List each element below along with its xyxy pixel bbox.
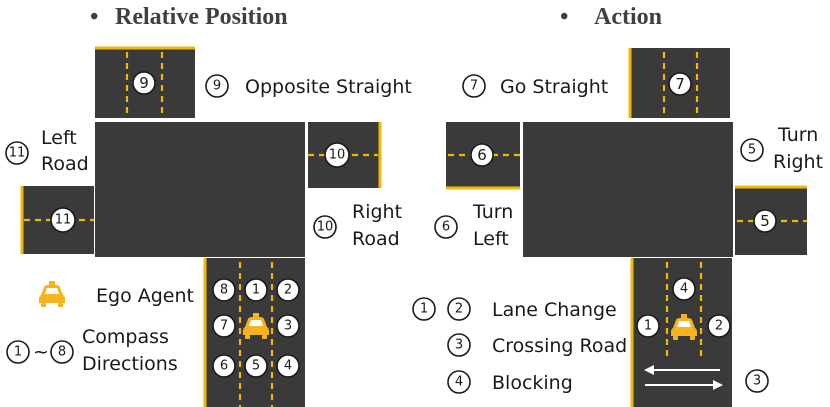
label-num-7: 7 bbox=[470, 79, 478, 94]
opposite-road: 9 bbox=[95, 46, 195, 118]
num-3: 3 bbox=[284, 319, 292, 334]
svg-text:Compass: Compass bbox=[82, 326, 169, 348]
label-left-road: 11 Left Road bbox=[5, 127, 89, 175]
svg-text:Blocking: Blocking bbox=[492, 372, 573, 394]
label-turn-right: 5 Turn Right bbox=[740, 124, 823, 173]
svg-text:Directions: Directions bbox=[82, 353, 178, 375]
label-num-9: 9 bbox=[213, 79, 221, 94]
svg-text:Opposite Straight: Opposite Straight bbox=[245, 76, 412, 98]
double-arrow-icon bbox=[644, 365, 723, 390]
intersection-left bbox=[95, 122, 305, 257]
taxi-icon bbox=[39, 281, 65, 307]
tilde: ~ bbox=[33, 341, 49, 363]
left-road: 11 bbox=[20, 186, 94, 254]
num-9-road: 9 bbox=[139, 74, 149, 92]
legend-num-2: 2 bbox=[455, 302, 463, 317]
svg-text:Left: Left bbox=[41, 127, 77, 149]
label-num-11: 11 bbox=[9, 146, 26, 161]
bullet-left: • bbox=[90, 4, 98, 30]
act-num-1: 1 bbox=[644, 319, 652, 334]
label-compass-directions: 1 ~ 8 Compass Directions bbox=[6, 326, 178, 375]
svg-text:Left: Left bbox=[473, 228, 509, 250]
num-1: 1 bbox=[252, 283, 260, 298]
legend-num-4: 4 bbox=[455, 375, 463, 390]
legend-num-1: 1 bbox=[420, 302, 428, 317]
num-6-road: 6 bbox=[477, 146, 487, 164]
label-num-6: 6 bbox=[442, 220, 450, 235]
num-2: 2 bbox=[284, 283, 292, 298]
legend-num-3: 3 bbox=[455, 338, 463, 353]
label-num-1: 1 bbox=[14, 345, 22, 360]
label-num-10: 10 bbox=[317, 220, 334, 235]
label-ego-agent: Ego Agent bbox=[39, 281, 194, 307]
num-6: 6 bbox=[220, 359, 228, 374]
straight-road: 7 bbox=[628, 48, 730, 118]
label-crossing-marker: 3 bbox=[745, 369, 769, 393]
act-num-4: 4 bbox=[680, 282, 688, 297]
svg-text:Crossing Road: Crossing Road bbox=[492, 335, 627, 357]
intersection-right bbox=[523, 122, 733, 257]
turn-left-road: 6 bbox=[446, 122, 520, 190]
svg-text:Go Straight: Go Straight bbox=[500, 76, 608, 98]
svg-text:Lane Change: Lane Change bbox=[492, 299, 617, 321]
svg-text:Road: Road bbox=[352, 228, 400, 250]
num-11-road: 11 bbox=[55, 213, 72, 228]
heading-relative-position: • Relative Position bbox=[90, 4, 288, 30]
heading-left: Relative Position bbox=[115, 4, 288, 30]
label-opposite-straight: 9 Opposite Straight bbox=[205, 74, 412, 98]
turn-right-road: 5 bbox=[735, 185, 807, 255]
svg-text:Right: Right bbox=[352, 201, 402, 223]
num-5-road: 5 bbox=[760, 212, 770, 230]
label-blocking: 4 Blocking bbox=[447, 370, 573, 394]
bullet-right: • bbox=[560, 4, 568, 30]
label-num-8: 8 bbox=[58, 345, 66, 360]
svg-text:Turn: Turn bbox=[472, 201, 513, 223]
label-turn-left: 6 Turn Left bbox=[434, 201, 513, 250]
num-7-road: 7 bbox=[675, 75, 685, 93]
svg-text:Ego Agent: Ego Agent bbox=[96, 285, 194, 307]
num-5: 5 bbox=[252, 359, 260, 374]
num-10-road: 10 bbox=[329, 148, 346, 163]
heading-action: • Action bbox=[560, 4, 662, 30]
label-right-road: 10 Right Road bbox=[313, 201, 402, 250]
svg-text:Road: Road bbox=[41, 153, 89, 175]
right-road: 10 bbox=[308, 122, 382, 188]
num-4: 4 bbox=[284, 359, 292, 374]
label-crossing-road: 3 Crossing Road bbox=[447, 333, 627, 357]
svg-text:Right: Right bbox=[773, 151, 823, 173]
label-go-straight: 7 Go Straight bbox=[462, 74, 608, 98]
ego-road-right: 4 1 2 bbox=[630, 258, 732, 407]
act-num-2: 2 bbox=[715, 319, 723, 334]
num-8: 8 bbox=[220, 283, 228, 298]
arrow-num-3: 3 bbox=[753, 374, 761, 389]
ego-road: 8 1 2 7 3 6 5 4 bbox=[203, 258, 305, 407]
num-7: 7 bbox=[220, 319, 228, 334]
svg-text:Turn: Turn bbox=[777, 124, 818, 146]
heading-right: Action bbox=[594, 4, 662, 30]
label-num-5: 5 bbox=[748, 143, 756, 158]
label-lane-change: 1 2 Lane Change bbox=[412, 297, 617, 321]
